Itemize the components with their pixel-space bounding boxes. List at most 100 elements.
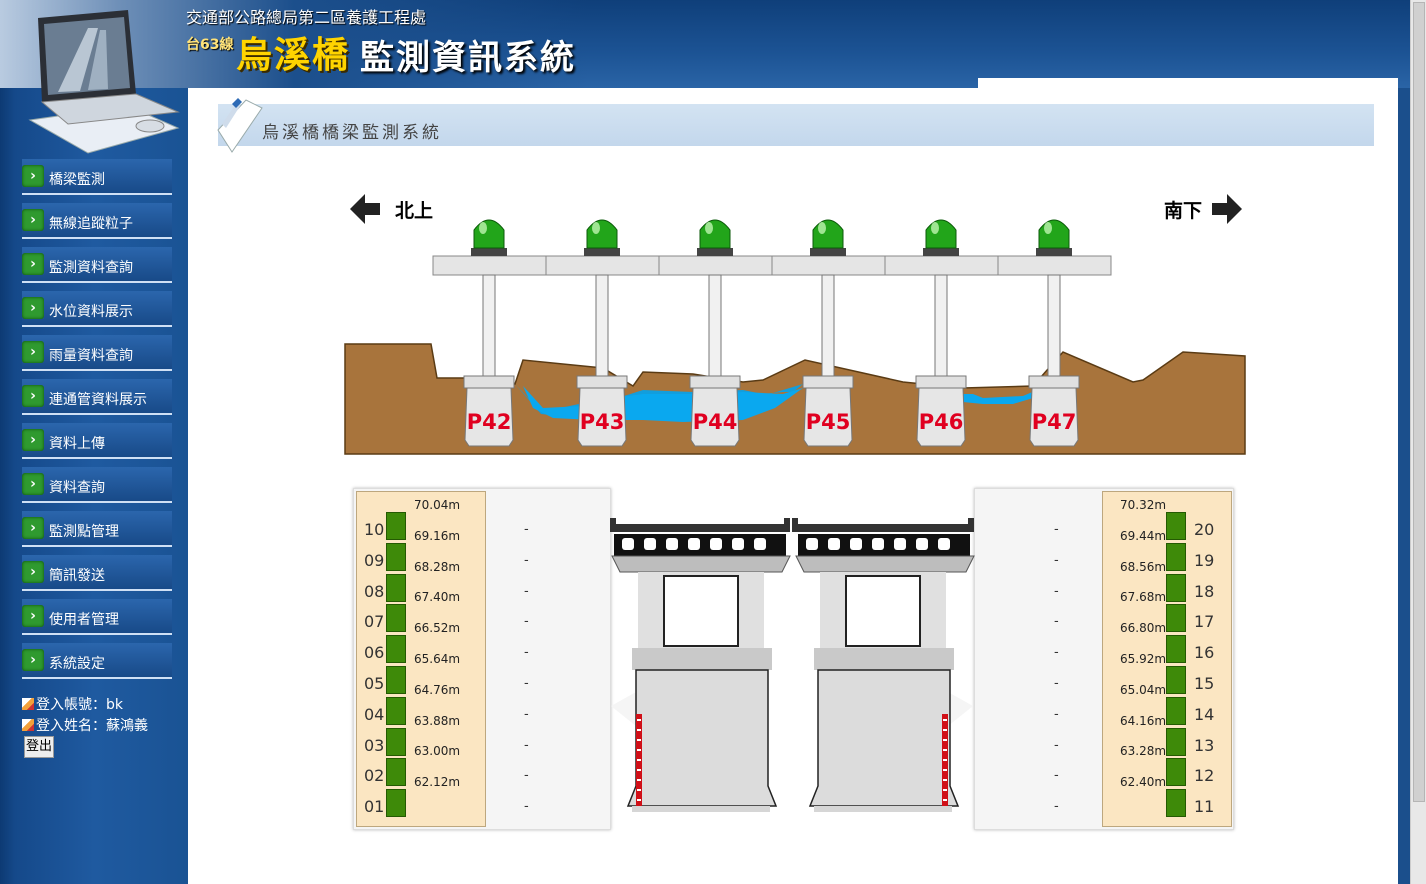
sidebar-item-system-settings[interactable]: › 系統設定 xyxy=(22,643,172,679)
page-title: 烏溪橋橋梁監測系統 xyxy=(262,123,442,143)
sidebar-item-monitor-query[interactable]: › 監測資料查詢 xyxy=(22,247,172,283)
sidebar-item-connecting-pipe[interactable]: ›連通管資料展示 xyxy=(22,379,172,415)
status-light-icon xyxy=(471,219,507,256)
level-reading: - xyxy=(524,583,529,599)
level-segment xyxy=(1166,789,1186,818)
status-light-icon xyxy=(1036,219,1072,256)
level-index: 17 xyxy=(1194,612,1215,632)
sidebar: ›橋梁監測 ›無線追蹤粒子 ›監測資料查詢 ›水位資料展示 ›雨量資料查詢 ›連… xyxy=(0,88,188,884)
level-reading: - xyxy=(1054,645,1059,661)
level-reading: - xyxy=(1054,768,1059,784)
level-elevation: 62.40m xyxy=(1120,775,1167,790)
login-name-text: 登入姓名：蘇鴻義 xyxy=(36,718,148,734)
north-label: 北上 xyxy=(395,200,434,222)
pier-cross-section xyxy=(610,518,975,812)
level-index: 14 xyxy=(1194,704,1215,724)
level-elevation: 66.52m xyxy=(414,621,461,636)
pier-P43[interactable]: P43 xyxy=(576,219,628,447)
level-elevation: 65.64m xyxy=(414,652,461,666)
level-reading: - xyxy=(1054,614,1059,630)
chevron-right-icon: › xyxy=(22,253,44,275)
level-segment xyxy=(1166,696,1186,725)
chevron-right-icon: › xyxy=(22,385,44,407)
sidebar-item-sms[interactable]: › 簡訊發送 xyxy=(22,555,172,591)
sidebar-item-label: 無線追蹤粒子 xyxy=(49,216,133,232)
status-light-icon xyxy=(810,219,846,256)
level-elevation: 65.04m xyxy=(1120,682,1167,697)
level-segment xyxy=(386,666,406,694)
level-elevation: 68.28m xyxy=(414,559,461,574)
logout-button[interactable]: 登出 xyxy=(24,736,54,758)
sidebar-item-water-level[interactable]: ›水位資料展示 xyxy=(22,291,172,327)
status-light-icon xyxy=(697,219,733,256)
sidebar-item-label: 簡訊發送 xyxy=(49,568,105,584)
notepad-icon xyxy=(217,98,263,153)
sidebar-item-label: 資料查詢 xyxy=(49,480,105,496)
level-index: 12 xyxy=(1194,766,1215,786)
pier-label: P47 xyxy=(1032,410,1077,434)
sidebar-item-label: 系統設定 xyxy=(49,656,105,672)
level-index: 08 xyxy=(364,581,385,601)
chevron-right-icon: › xyxy=(22,561,44,583)
pier-label: P42 xyxy=(467,410,512,434)
laptop-logo-icon xyxy=(28,10,180,154)
sidebar-item-label: 橋梁監測 xyxy=(49,172,105,188)
vertical-scrollbar[interactable] xyxy=(1410,0,1426,884)
level-elevation: 66.80m xyxy=(1120,621,1167,636)
pier-P45[interactable]: P45 xyxy=(802,219,854,447)
pier-P42[interactable]: P42 xyxy=(463,219,515,447)
status-light-icon xyxy=(923,219,959,256)
sidebar-item-label: 水位資料展示 xyxy=(49,304,133,320)
level-segment xyxy=(386,542,406,571)
login-name: 登入姓名：蘇鴻義 xyxy=(22,715,148,735)
sidebar-item-label: 監測資料查詢 xyxy=(49,260,133,276)
level-reading: - xyxy=(524,768,529,784)
banner-background xyxy=(0,0,980,88)
level-reading: - xyxy=(1054,706,1059,722)
level-elevation: 68.56m xyxy=(1120,559,1167,574)
sidebar-item-wireless-tracking[interactable]: ›無線追蹤粒子 xyxy=(22,203,172,239)
level-reading: - xyxy=(524,614,529,630)
level-segment xyxy=(386,758,406,787)
level-index: 20 xyxy=(1194,520,1215,539)
level-segment xyxy=(1166,573,1186,602)
pier-P46[interactable]: P46 xyxy=(915,219,967,447)
level-segment xyxy=(386,604,406,633)
level-index: 04 xyxy=(364,704,385,724)
sidebar-item-data-query[interactable]: › 資料查詢 xyxy=(22,467,172,503)
sidebar-item-label: 雨量資料查詢 xyxy=(49,348,133,364)
sidebar-item-point-management[interactable]: ›監測點管理 xyxy=(22,511,172,547)
level-segment xyxy=(386,635,406,664)
banner-divider xyxy=(978,78,1398,88)
sidebar-item-data-upload[interactable]: ›資料上傳 xyxy=(22,423,172,459)
level-segment xyxy=(386,512,406,540)
level-segment xyxy=(386,727,406,756)
level-index: 02 xyxy=(364,766,385,786)
pier-P44[interactable]: P44 xyxy=(689,219,741,447)
level-index: 07 xyxy=(364,612,385,632)
level-segment xyxy=(1166,542,1186,571)
login-account: 登入帳號：bk xyxy=(22,694,123,714)
scrollbar-thumb[interactable] xyxy=(1413,2,1425,802)
sidebar-item-rainfall[interactable]: ›雨量資料查詢 xyxy=(22,335,172,371)
chevron-right-icon: › xyxy=(22,649,44,671)
sidebar-item-bridge-monitoring[interactable]: ›橋梁監測 xyxy=(22,159,172,195)
level-elevation: 67.40m xyxy=(414,590,461,605)
level-segment xyxy=(386,696,406,725)
level-elevation: 70.04m xyxy=(414,498,461,512)
sidebar-item-user-management[interactable]: ›使用者管理 xyxy=(22,599,172,635)
level-index: 15 xyxy=(1194,674,1215,693)
level-reading: - xyxy=(1054,737,1059,753)
level-segment xyxy=(386,789,406,818)
status-light-icon xyxy=(584,219,620,256)
pier-P47[interactable]: P47 xyxy=(1028,219,1080,447)
level-elevation: 63.88m xyxy=(414,713,461,728)
sidebar-item-label: 監測點管理 xyxy=(49,524,119,540)
level-reading: - xyxy=(524,799,529,815)
level-reading: - xyxy=(524,552,529,568)
header-banner: 交通部公路總局第二區養護工程處 台63線 烏溪橋 監測資訊系統 xyxy=(0,0,1410,88)
level-elevation: 69.16m xyxy=(414,528,461,543)
chevron-right-icon: › xyxy=(22,473,44,495)
level-segment xyxy=(1166,604,1186,633)
level-elevation: 62.12m xyxy=(414,775,461,790)
